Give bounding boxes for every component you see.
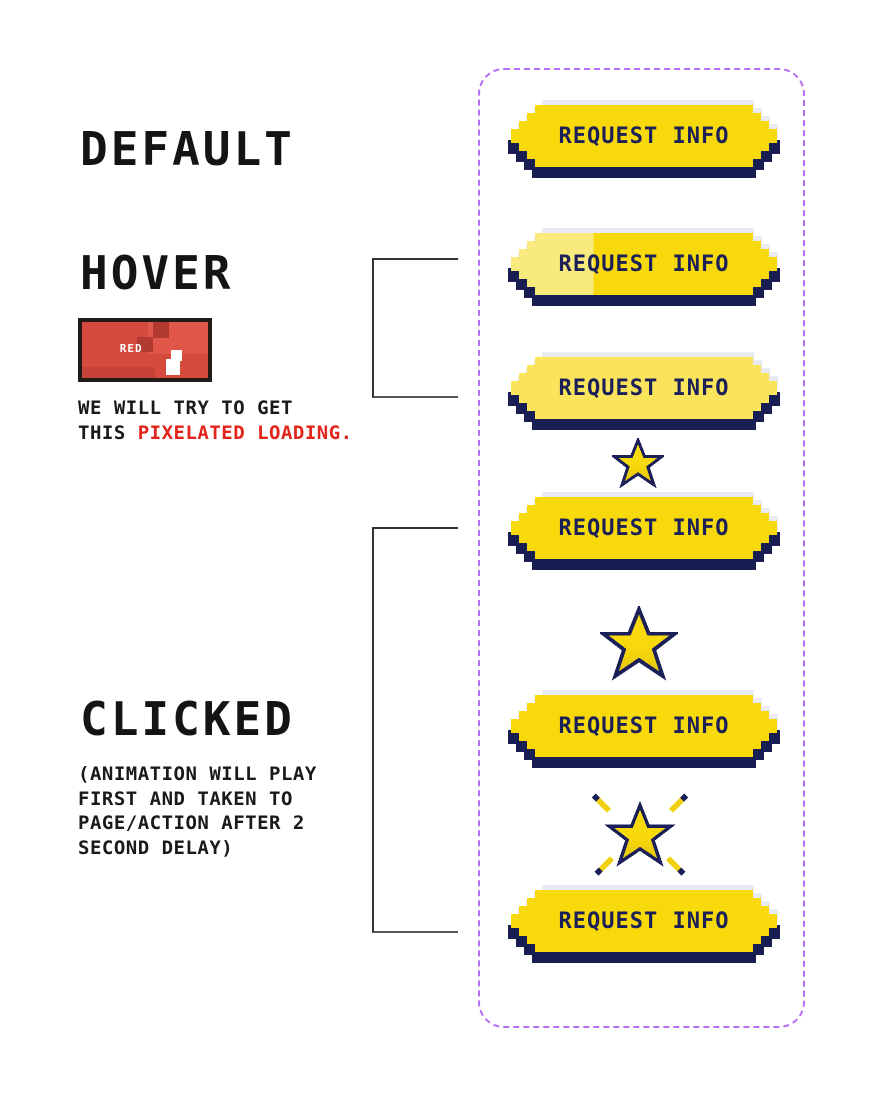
- request-info-button-default[interactable]: REQUEST INFO: [508, 100, 780, 178]
- loading-pixel-sprite: [166, 358, 181, 375]
- button-face: REQUEST INFO: [511, 497, 777, 559]
- caption-line2-red: PIXELATED LOADING.: [137, 422, 353, 445]
- button-face: REQUEST INFO: [511, 890, 777, 952]
- request-info-button-hover[interactable]: REQUEST INFO: [508, 228, 780, 306]
- button-label: REQUEST INFO: [558, 251, 730, 277]
- button-face: REQUEST INFO: [511, 695, 777, 757]
- star-icon-small: [612, 438, 664, 488]
- note-line: SECOND DELAY): [78, 837, 234, 860]
- request-info-button-clicked-1[interactable]: REQUEST INFO: [508, 492, 780, 570]
- button-face: REQUEST INFO: [511, 233, 777, 295]
- clicked-section-note: (ANIMATION WILL PLAY FIRST AND TAKEN TO …: [78, 762, 398, 861]
- note-line: PAGE/ACTION AFTER 2: [78, 812, 305, 835]
- star-burst-icon: [584, 788, 696, 884]
- caption-line2-black: THIS: [78, 422, 138, 445]
- loading-image-dark-block: [152, 322, 169, 338]
- default-section-heading: DEFAULT: [80, 122, 295, 176]
- hover-section-heading: HOVER: [80, 246, 234, 300]
- caption-line1: WE WILL TRY TO GET: [78, 397, 293, 419]
- button-label: REQUEST INFO: [558, 713, 730, 739]
- button-label: REQUEST INFO: [558, 375, 730, 401]
- note-line: FIRST AND TAKEN TO: [78, 787, 293, 810]
- loading-caption: WE WILL TRY TO GET THIS PIXELATED LOADIN…: [78, 396, 378, 446]
- button-label: REQUEST INFO: [558, 908, 730, 934]
- loading-image-bottom-block: [82, 366, 156, 378]
- loading-pixel-sprite: [171, 350, 182, 362]
- request-info-button-pressed[interactable]: REQUEST INFO: [508, 352, 780, 430]
- button-label: REQUEST INFO: [558, 123, 730, 149]
- clicked-connector-bracket: [372, 527, 458, 933]
- request-info-button-clicked-2[interactable]: REQUEST INFO: [508, 690, 780, 768]
- request-info-button-clicked-3[interactable]: REQUEST INFO: [508, 885, 780, 963]
- hover-connector-bracket: [372, 258, 458, 398]
- button-face: REQUEST INFO: [511, 357, 777, 419]
- loading-image-label: RED: [119, 342, 143, 356]
- note-line: (ANIMATION WILL PLAY: [78, 763, 317, 785]
- button-label: REQUEST INFO: [558, 515, 730, 541]
- pixelated-loading-image: RED: [78, 318, 212, 382]
- clicked-section-heading: CLICKED: [80, 692, 295, 746]
- star-icon-large: [600, 606, 678, 681]
- button-face: REQUEST INFO: [511, 105, 777, 167]
- button-states-container: [478, 68, 805, 1028]
- loading-image-dark-block: [137, 336, 153, 353]
